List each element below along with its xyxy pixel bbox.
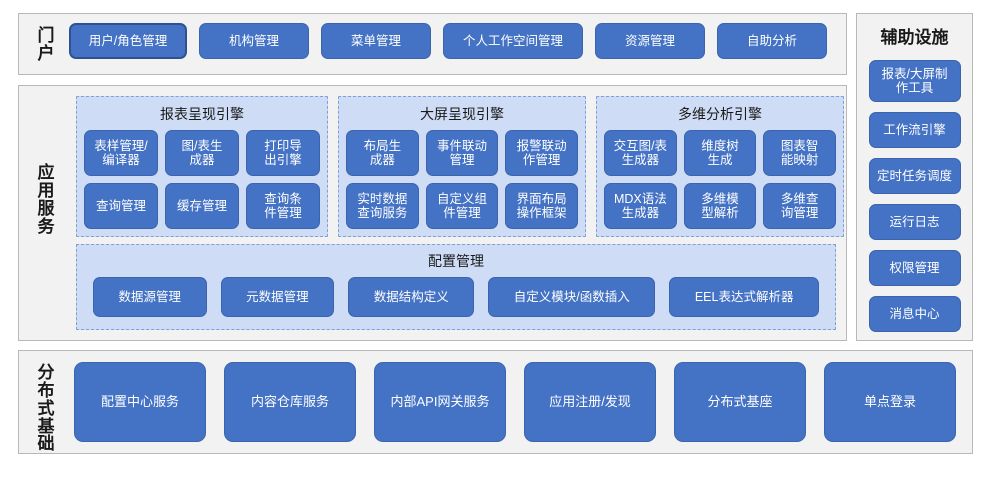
auxiliary-facilities-items: 报表/大屏制作工具工作流引擎定时任务调度运行日志权限管理消息中心 <box>857 48 972 332</box>
auxiliary-facilities-section: 辅助设施 报表/大屏制作工具工作流引擎定时任务调度运行日志权限管理消息中心 <box>856 13 973 341</box>
config-item-3[interactable]: 自定义模块/函数插入 <box>488 277 656 317</box>
portal-section-label: 门户 <box>29 27 63 63</box>
engine-title-0: 报表呈现引擎 <box>160 106 244 122</box>
engine-0-item-4[interactable]: 缓存管理 <box>165 183 239 229</box>
base-item-0[interactable]: 配置中心服务 <box>74 362 206 442</box>
aux-item-2[interactable]: 定时任务调度 <box>868 158 961 194</box>
engine-0-item-2[interactable]: 打印导出引擎 <box>246 130 320 176</box>
portal-button-group: 用户/角色管理机构管理菜单管理个人工作空间管理资源管理自助分析 <box>69 23 827 59</box>
engine-2-item-2[interactable]: 图表智能映射 <box>763 130 836 176</box>
base-item-2[interactable]: 内部API网关服务 <box>374 362 506 442</box>
config-item-1[interactable]: 元数据管理 <box>220 277 335 317</box>
aux-item-5[interactable]: 消息中心 <box>868 296 961 332</box>
app-services-label-char: 用 <box>37 180 55 200</box>
portal-section: 门户 用户/角色管理机构管理菜单管理个人工作空间管理资源管理自助分析 <box>18 13 847 75</box>
config-management-title: 配置管理 <box>428 253 484 269</box>
engine-2-item-5[interactable]: 多维查询管理 <box>763 183 836 229</box>
engine-0-item-5[interactable]: 查询条件管理 <box>246 183 320 229</box>
aux-item-4[interactable]: 权限管理 <box>868 250 961 286</box>
portal-button-0[interactable]: 用户/角色管理 <box>69 23 187 59</box>
portal-button-1[interactable]: 机构管理 <box>199 23 309 59</box>
app-services-label-char: 服 <box>37 198 55 218</box>
engine-title-2: 多维分析引擎 <box>678 106 762 122</box>
portal-button-5[interactable]: 自助分析 <box>717 23 827 59</box>
distributed-foundation-section-label: 分布式基础 <box>29 364 63 453</box>
portal-button-3[interactable]: 个人工作空间管理 <box>443 23 583 59</box>
auxiliary-facilities-title: 辅助设施 <box>880 28 949 47</box>
base-item-3[interactable]: 应用注册/发现 <box>524 362 656 442</box>
engine-2-item-4[interactable]: 多维模型解析 <box>683 183 757 229</box>
config-item-2[interactable]: 数据结构定义 <box>348 277 475 317</box>
application-services-section-label: 应用服务 <box>29 164 63 235</box>
application-services-section: 应用服务 报表呈现引擎表样管理/编译器图/表生成器打印导出引擎查询管理缓存管理查… <box>18 85 847 341</box>
engine-title-1: 大屏呈现引擎 <box>420 106 504 122</box>
engine-1-item-2[interactable]: 报警联动作管理 <box>505 130 578 176</box>
engine-box-0: 报表呈现引擎表样管理/编译器图/表生成器打印导出引擎查询管理缓存管理查询条件管理 <box>76 96 328 237</box>
engine-2-item-0[interactable]: 交互图/表生成器 <box>604 130 677 176</box>
engine-grid-1: 布局生成器事件联动管理报警联动作管理实时数据查询服务自定义组件管理界面布局操作框… <box>346 130 578 229</box>
engine-group: 报表呈现引擎表样管理/编译器图/表生成器打印导出引擎查询管理缓存管理查询条件管理… <box>76 96 844 237</box>
portal-label-char: 门 <box>37 26 55 45</box>
portal-button-4[interactable]: 资源管理 <box>595 23 705 59</box>
aux-item-3[interactable]: 运行日志 <box>868 204 961 240</box>
app-services-label-char: 应 <box>37 163 55 182</box>
distributed-foundation-label-char: 布 <box>37 380 55 400</box>
engine-1-item-1[interactable]: 事件联动管理 <box>425 130 499 176</box>
distributed-foundation-label-char: 式 <box>37 398 55 418</box>
config-management-items: 数据源管理元数据管理数据结构定义自定义模块/函数插入 EEL表达式解析器 <box>87 277 825 317</box>
engine-box-1: 大屏呈现引擎布局生成器事件联动管理报警联动作管理实时数据查询服务自定义组件管理界… <box>338 96 586 237</box>
base-item-1[interactable]: 内容仓库服务 <box>224 362 356 442</box>
engine-1-item-4[interactable]: 自定义组件管理 <box>425 183 499 229</box>
engine-0-item-1[interactable]: 图/表生成器 <box>165 130 239 176</box>
config-item-4[interactable]: EEL表达式解析器 <box>669 277 819 317</box>
engine-0-item-0[interactable]: 表样管理/编译器 <box>84 130 158 176</box>
aux-item-0[interactable]: 报表/大屏制作工具 <box>868 60 961 102</box>
base-item-4[interactable]: 分布式基座 <box>674 362 806 442</box>
portal-label-char: 户 <box>37 43 55 63</box>
base-item-5[interactable]: 单点登录 <box>824 362 956 442</box>
engine-1-item-3[interactable]: 实时数据查询服务 <box>346 183 419 229</box>
engine-grid-2: 交互图/表生成器维度树生成图表智能映射 MDX语法生成器多维模型解析多维查询管理 <box>604 130 836 229</box>
distributed-foundation-label-char: 基 <box>37 416 55 436</box>
engine-0-item-3[interactable]: 查询管理 <box>84 183 158 229</box>
config-management-box: 配置管理 数据源管理元数据管理数据结构定义自定义模块/函数插入 EEL表达式解析器 <box>76 244 836 330</box>
distributed-foundation-button-group: 配置中心服务内容仓库服务内部API网关服务应用注册/发现分布式基座单点登录 <box>74 362 956 442</box>
engine-box-2: 多维分析引擎交互图/表生成器维度树生成图表智能映射 MDX语法生成器多维模型解析多… <box>596 96 844 237</box>
engine-grid-0: 表样管理/编译器图/表生成器打印导出引擎查询管理缓存管理查询条件管理 <box>84 130 320 229</box>
engine-1-item-0[interactable]: 布局生成器 <box>346 130 419 176</box>
portal-button-2[interactable]: 菜单管理 <box>321 23 431 59</box>
engine-2-item-3[interactable]: MDX语法生成器 <box>604 183 677 229</box>
config-item-0[interactable]: 数据源管理 <box>93 277 207 317</box>
engine-2-item-1[interactable]: 维度树生成 <box>683 130 757 176</box>
app-services-label-char: 务 <box>37 216 55 236</box>
distributed-foundation-section: 分布式基础 配置中心服务内容仓库服务内部API网关服务应用注册/发现分布式基座单… <box>18 350 973 454</box>
engine-1-item-5[interactable]: 界面布局操作框架 <box>505 183 578 229</box>
distributed-foundation-label-char: 分 <box>37 363 55 382</box>
distributed-foundation-label-char: 础 <box>37 434 55 454</box>
aux-item-1[interactable]: 工作流引擎 <box>868 112 961 148</box>
